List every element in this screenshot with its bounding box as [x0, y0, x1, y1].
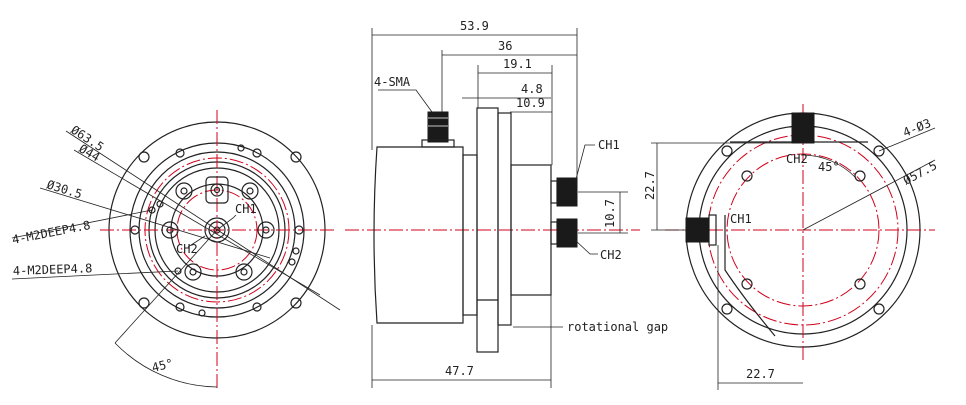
side-view: 53.9 36 19.1 4.8 10.9 10.7 47.7 4-SMA CH…: [345, 19, 668, 388]
front-bolt-hole: [237, 144, 245, 152]
rear-hole: [741, 170, 753, 182]
rear-hole: [854, 278, 866, 290]
side-ch2-connector: [550, 218, 578, 248]
label-rotational-gap: rotational gap: [567, 320, 668, 334]
front-bolt-hole: [130, 225, 140, 235]
leader-thread-2: [11, 270, 179, 280]
front-bolt-hole: [252, 302, 262, 312]
rear-view: 4-Ø3 Ø57.5 22.7 22.7 45° CH1 CH2: [643, 104, 939, 390]
front-flange-hole: [290, 151, 302, 163]
front-angle-arc: [114, 342, 218, 388]
front-bolt-hole: [288, 258, 296, 266]
rear-hole: [721, 303, 733, 315]
label-rear-ch2: CH2: [786, 152, 808, 166]
front-flange-hole: [138, 151, 150, 163]
rear-hole: [873, 303, 885, 315]
front-view: Ø63.5 Ø44 Ø30.5 4-M2DEEP4.8 4-M2DEEP4.8 …: [11, 110, 341, 388]
front-m2-hole: [292, 247, 300, 255]
front-bolt-hole: [175, 302, 185, 312]
front-bolt-hole: [294, 225, 304, 235]
front-connector: [175, 182, 193, 200]
label-thread-1: 4-M2DEEP4.8: [11, 218, 92, 247]
label-dim-4-8: 4.8: [521, 82, 543, 96]
front-flange-hole: [138, 297, 150, 309]
rear-holes-leader: [878, 127, 936, 152]
label-sma: 4-SMA: [374, 75, 411, 89]
label-dim-10-9: 10.9: [516, 96, 545, 110]
leader-dia-30: [39, 187, 271, 259]
label-dim-36: 36: [498, 39, 512, 53]
side-neck: [462, 154, 478, 316]
front-connector: [235, 263, 253, 281]
side-ch1-connector: [550, 177, 578, 207]
side-shaft: [497, 112, 512, 326]
label-rear-ch1: CH1: [730, 212, 752, 226]
label-angle: 45°: [150, 356, 174, 375]
leader-ch1: [574, 144, 595, 184]
label-dim-total: 53.9: [460, 19, 489, 33]
rear-angle-arc: [802, 154, 857, 179]
label-rear-angle: 45°: [818, 160, 840, 174]
label-ch2: CH2: [176, 242, 198, 256]
rear-hole: [741, 278, 753, 290]
label-dim-10-7: 10.7: [603, 199, 617, 228]
front-m2-hole: [148, 206, 156, 214]
front-bolt-hole: [252, 148, 262, 158]
leader-thread-1: [11, 209, 153, 239]
label-thread-2: 4-M2DEEP4.8: [13, 261, 93, 278]
front-flange-hole: [290, 297, 302, 309]
label-rear-dia: Ø57.5: [901, 158, 939, 187]
front-bolt-hole: [175, 148, 185, 158]
rear-hole: [721, 145, 733, 157]
rear-diagonal: [802, 159, 936, 231]
rear-ch1-connector: [685, 214, 717, 246]
label-ch1: CH1: [235, 202, 257, 216]
rear-hole: [854, 170, 866, 182]
rear-hole: [873, 145, 885, 157]
leader-ch2: [574, 239, 598, 255]
label-ch1: CH1: [598, 138, 620, 152]
label-rear-dim-v: 22.7: [643, 171, 657, 200]
rear-ch2-connector: [791, 112, 815, 144]
leader-ch2: [187, 235, 206, 248]
label-ch2: CH2: [600, 248, 622, 262]
leader-sma: [378, 89, 433, 113]
label-dia-30: Ø30.5: [45, 177, 84, 201]
leader-ch1: [216, 214, 237, 231]
side-housing: [373, 146, 464, 324]
front-connector: [184, 263, 202, 281]
side-sma-connector: [421, 111, 455, 148]
front-angle-line: [114, 229, 218, 344]
front-connector-top: [205, 176, 229, 204]
front-bolt-hole: [198, 309, 206, 317]
label-rear-holes: 4-Ø3: [901, 116, 933, 140]
label-dim-47-7: 47.7: [445, 364, 474, 378]
label-rear-dim-h: 22.7: [746, 367, 775, 381]
leader-dia-44: [73, 149, 321, 296]
front-connector: [257, 221, 275, 239]
label-dim-19: 19.1: [503, 57, 532, 71]
front-connector: [241, 182, 259, 200]
leader-dia-outer: [65, 130, 341, 311]
